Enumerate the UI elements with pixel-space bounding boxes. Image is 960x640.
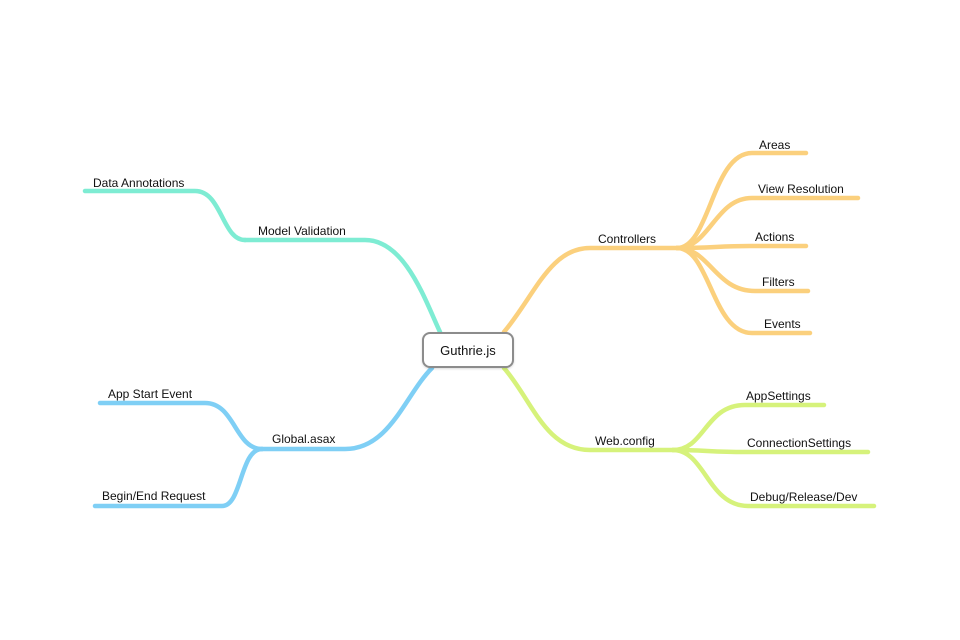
leaf-label-begin-end-request[interactable]: Begin/End Request — [102, 489, 206, 503]
connector-model-validation-data-annotations — [82, 188, 248, 243]
connector-controllers-events — [674, 245, 813, 336]
leaf-label-connectionsettings[interactable]: ConnectionSettings — [747, 436, 852, 450]
leaf-label-data-annotations[interactable]: Data Annotations — [93, 176, 185, 190]
branch-label-controllers[interactable]: Controllers — [598, 232, 657, 246]
branch-label-global-asax[interactable]: Global.asax — [272, 432, 336, 446]
connector-controllers-actions — [674, 243, 809, 251]
leaf-label-debug-release-dev[interactable]: Debug/Release/Dev — [750, 490, 858, 504]
branch-label-model-validation[interactable]: Model Validation — [258, 224, 346, 238]
leaf-label-appsettings[interactable]: AppSettings — [746, 389, 811, 403]
root-node-label: Guthrie.js — [440, 342, 496, 358]
connector-root-controllers — [501, 245, 680, 335]
branch-label-web-config[interactable]: Web.config — [595, 434, 655, 448]
connector-root-model-validation — [242, 237, 443, 335]
leaf-label-view-resolution[interactable]: View Resolution — [758, 182, 844, 196]
leaf-label-events[interactable]: Events — [764, 317, 801, 331]
connector-web-config-debug-release-dev — [670, 447, 877, 509]
leaf-label-actions[interactable]: Actions — [755, 230, 795, 244]
leaf-label-filters[interactable]: Filters — [762, 275, 795, 289]
connector-root-web-config — [501, 365, 676, 453]
leaf-label-areas[interactable]: Areas — [759, 138, 791, 152]
connector-web-config-connectionsettings — [670, 447, 871, 455]
connector-root-global-asax — [259, 365, 435, 452]
connector-global-asax-begin-end — [92, 446, 265, 509]
leaf-label-app-start-event[interactable]: App Start Event — [108, 387, 193, 401]
root-node[interactable]: Guthrie.js — [422, 332, 514, 368]
connector-global-asax-app-start — [97, 400, 265, 452]
